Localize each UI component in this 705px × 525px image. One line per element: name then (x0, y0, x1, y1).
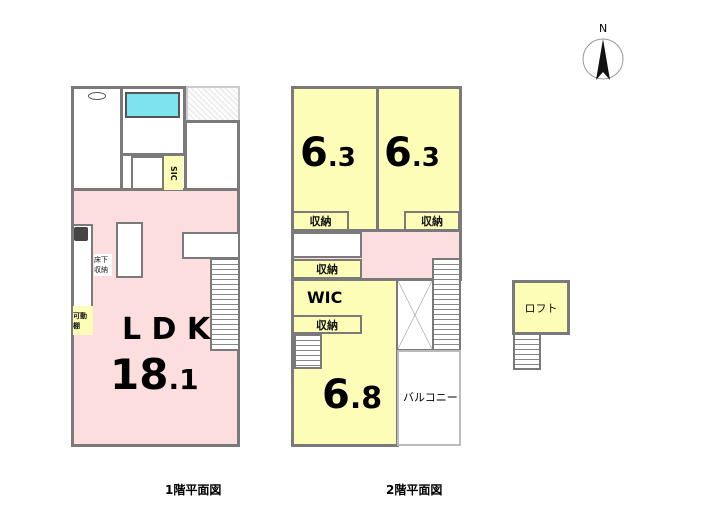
sic-closet: SIC (164, 156, 183, 190)
bedroom-right (376, 86, 462, 232)
toilet-2f (292, 232, 362, 258)
hall (184, 120, 240, 191)
loft-stair-2f (294, 334, 322, 369)
storage-wic-bottom: 収納 (292, 315, 362, 334)
compass-label: N (599, 22, 608, 35)
kitchen-island (116, 222, 143, 278)
sink-icon (88, 92, 106, 100)
stove-icon (74, 227, 88, 241)
washroom (71, 86, 123, 191)
floor2-title: 2階平面図 (386, 483, 443, 497)
ldk-size: 18.1 (110, 350, 199, 399)
north-compass: N (580, 22, 626, 84)
movable-shelf: 可動棚 (73, 306, 93, 335)
storage-left: 収納 (292, 211, 349, 231)
balcony (397, 350, 461, 446)
balcony-label: バルコニー (403, 391, 458, 404)
laundry-space (131, 156, 164, 190)
storage-right: 収納 (404, 211, 460, 231)
loft-stair (513, 333, 541, 370)
staircase-2f (432, 258, 461, 351)
ldk-label: L D K (122, 312, 211, 347)
bedroom-6-8-size: 6.8 (322, 372, 383, 418)
wic-label: WIC (307, 288, 343, 307)
floor1-title: 1階平面図 (165, 483, 222, 497)
toilet-1f (182, 232, 240, 259)
bedroom-right-size: 6.3 (384, 130, 440, 176)
bedroom-left (291, 86, 379, 232)
loft-room: ロフト (512, 280, 570, 335)
bathtub (125, 92, 180, 118)
staircase-1f (210, 258, 240, 351)
storage-wic-top: 収納 (292, 259, 362, 279)
bedroom-left-size: 6.3 (300, 130, 356, 176)
underfloor-storage: 床下収納 (94, 254, 112, 276)
entrance (186, 86, 240, 122)
north-arrow-icon (582, 38, 624, 80)
void (396, 279, 434, 351)
